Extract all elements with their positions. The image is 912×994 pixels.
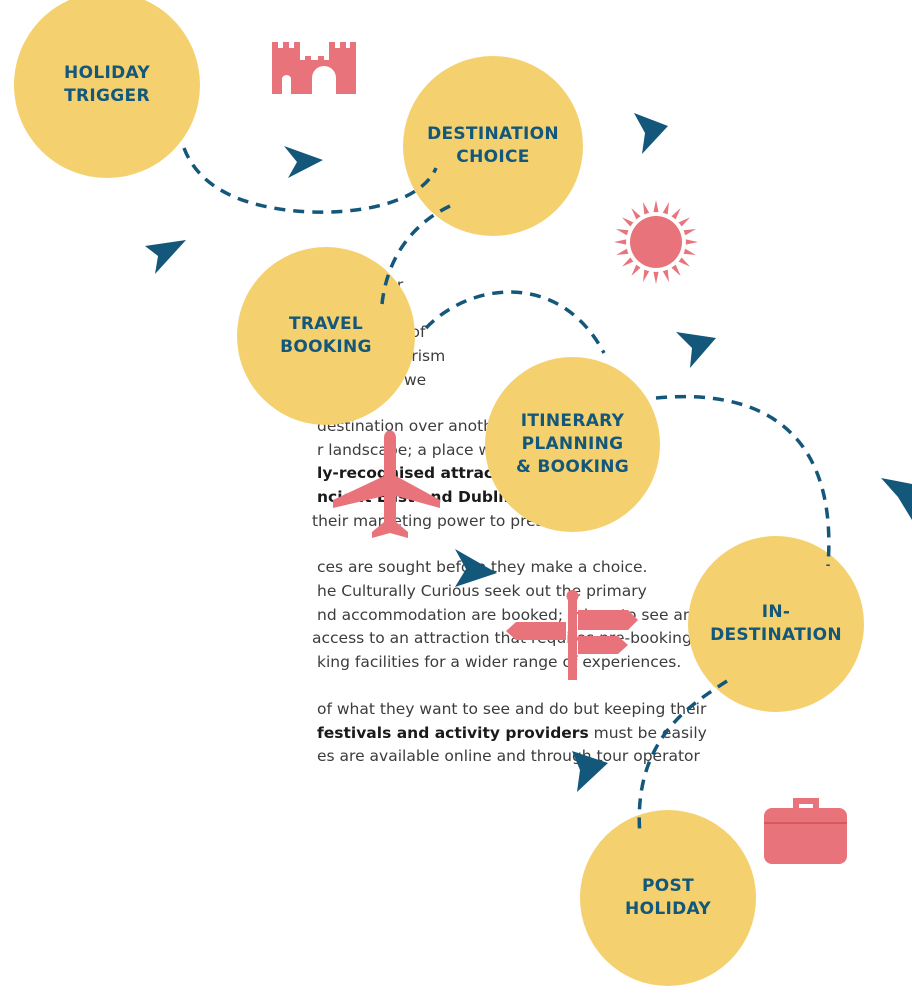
sun-ray (614, 239, 627, 245)
stage-circle-itinerary-planning: ITINERARY PLANNING & BOOKING (485, 357, 660, 532)
sun-ray (622, 217, 634, 227)
stage-circle-holiday-trigger: HOLIDAY TRIGGER (14, 0, 200, 178)
stage-label-line: CHOICE (456, 147, 530, 167)
stage-label: DESTINATION CHOICE (427, 123, 559, 169)
stage-label-line: HOLIDAY (64, 63, 150, 83)
signpost-icon (506, 590, 638, 680)
stage-label-line: HOLIDAY (625, 899, 711, 919)
stage-circle-in-destination: IN- DESTINATION (688, 536, 864, 712)
body-text-line: es are available online and through tour… (317, 746, 700, 766)
stage-circle-destination-choice: DESTINATION CHOICE (403, 56, 583, 236)
stage-label-line: DESTINATION (427, 124, 559, 144)
text-segment: r landscape; a place where (317, 441, 527, 459)
stage-label-line: & BOOKING (516, 457, 629, 477)
body-text-line: of what they want to see and do but keep… (317, 699, 706, 719)
sun-ray (671, 208, 681, 220)
sun-ray (616, 229, 629, 236)
sun-ray (622, 257, 634, 267)
text-segment: king facilities for a wider range of exp… (317, 653, 682, 671)
body-text-line: their marketing power to present (312, 511, 569, 531)
body-text-line: he Culturally Curious seek out the prima… (317, 581, 647, 601)
stage-label-line: TRIGGER (64, 86, 150, 106)
suitcase-icon (764, 798, 847, 864)
text-segment: must be easily (588, 724, 707, 742)
arrowhead-icon (284, 146, 323, 178)
dashed-path (655, 394, 831, 567)
body-text-line: festivals and activity providers must be… (317, 723, 707, 743)
arrowhead-icon (676, 332, 716, 368)
stage-label-line: BOOKING (280, 337, 372, 357)
arrowhead-icon (634, 113, 668, 154)
dashed-path (424, 290, 606, 354)
arrowhead-icon (455, 549, 497, 587)
stage-label: IN- DESTINATION (710, 601, 842, 647)
body-text-line: ly-recognised attractions (317, 463, 537, 483)
stage-label: HOLIDAY TRIGGER (64, 62, 150, 108)
sun-ray (631, 264, 641, 276)
castle-icon (272, 42, 356, 94)
stage-label: TRAVEL BOOKING (280, 313, 372, 359)
sun-ray (662, 202, 669, 215)
stage-label-line: DESTINATION (710, 625, 842, 645)
sun-ray (678, 217, 690, 227)
sun-ray (616, 248, 629, 255)
arrowhead-icon (881, 478, 912, 520)
sun-ray (631, 208, 641, 220)
text-segment: destination over another. (317, 417, 513, 435)
stage-label-line: TRAVEL (288, 314, 364, 334)
stage-circle-travel-booking: TRAVEL BOOKING (237, 247, 415, 425)
airplane-icon (333, 430, 440, 538)
dashed-path (637, 679, 728, 837)
sun-icon (614, 200, 698, 284)
sun-ray (683, 248, 696, 255)
sun-ray (643, 269, 650, 282)
stage-label-line: ITINERARY (520, 411, 625, 431)
stage-label-line: POST (642, 876, 694, 896)
sun-ray (653, 200, 659, 213)
stage-label: POST HOLIDAY (625, 875, 711, 921)
arrowhead-icon (145, 240, 186, 274)
body-text-line: king facilities for a wider range of exp… (317, 652, 681, 672)
body-text-line: destination over another. (317, 416, 512, 436)
text-segment: es are available online and through tour… (317, 747, 700, 765)
sun-ray (662, 269, 669, 282)
sun-ray (653, 271, 659, 284)
sun-ray (643, 202, 650, 215)
sun-ray (671, 264, 681, 276)
stage-label-line: PLANNING (521, 434, 624, 454)
stage-label: ITINERARY PLANNING & BOOKING (516, 410, 629, 479)
stage-circle-post-holiday: POST HOLIDAY (580, 810, 756, 986)
stage-label-line: IN- (761, 602, 791, 622)
sun-ray (678, 257, 690, 267)
sun-ray (685, 239, 698, 245)
text-segment: festivals and activity providers (317, 724, 589, 742)
text-segment: he Culturally Curious seek out the prima… (317, 582, 647, 600)
dashed-path (380, 204, 451, 305)
text-segment: ly-recognised attractions (317, 464, 537, 482)
text-segment: of what they want to see and do but keep… (317, 700, 707, 718)
arrowhead-icon (572, 751, 608, 792)
text-segment: their marketing power to present (312, 512, 570, 530)
body-text-line: r landscape; a place where (317, 440, 526, 460)
sun-ray (683, 229, 696, 236)
